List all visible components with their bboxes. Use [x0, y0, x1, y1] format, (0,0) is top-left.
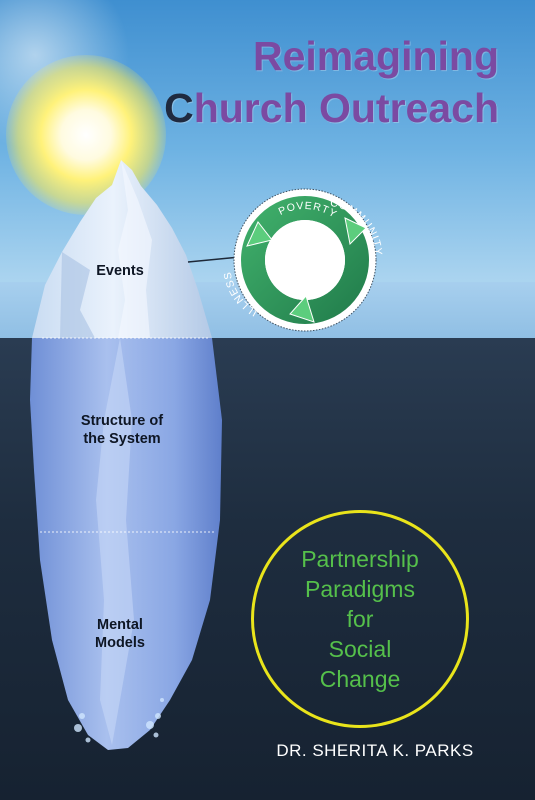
- bubble: [74, 724, 82, 732]
- bubble: [85, 737, 91, 743]
- book-subtitle: Partnership Paradigms for Social Change: [251, 510, 469, 728]
- label-mental-line-1: Mental: [97, 617, 143, 633]
- subtitle-line-2: Paradigms: [305, 576, 415, 602]
- book-title: Reimagining Church Outreach: [164, 30, 499, 134]
- label-structure-line-2: the System: [83, 431, 161, 447]
- subtitle-line-4: Social: [328, 636, 392, 662]
- subtitle-line-5: Change: [319, 666, 401, 692]
- bubble: [153, 732, 159, 738]
- subtitle-line-3: for: [346, 606, 374, 632]
- bubble: [146, 721, 154, 729]
- label-structure: Structure of the System: [62, 412, 182, 448]
- title-line-1: Reimagining: [252, 33, 499, 79]
- pointer-line: [187, 256, 241, 263]
- bubble: [155, 713, 161, 719]
- subtitle-ring: [251, 510, 469, 728]
- subtitle-line-1: Partnership: [301, 546, 419, 572]
- arrow-icon: [246, 221, 273, 247]
- label-mental-models: Mental Models: [70, 616, 170, 652]
- title-line-2: Church Outreach: [164, 82, 499, 134]
- author-name: DR. SHERITA K. PARKS: [276, 741, 474, 760]
- label-events: Events: [96, 263, 144, 279]
- title-initial: C: [164, 85, 194, 131]
- cycle-center: [265, 220, 345, 300]
- arrow-icon: [289, 295, 315, 323]
- bubble: [160, 698, 164, 702]
- label-mental-line-2: Models: [95, 635, 145, 651]
- title-line-2-rest: hurch Outreach: [193, 85, 499, 131]
- bubble: [79, 713, 85, 719]
- arrow-icon: [344, 217, 367, 246]
- label-structure-line-1: Structure of: [80, 413, 164, 429]
